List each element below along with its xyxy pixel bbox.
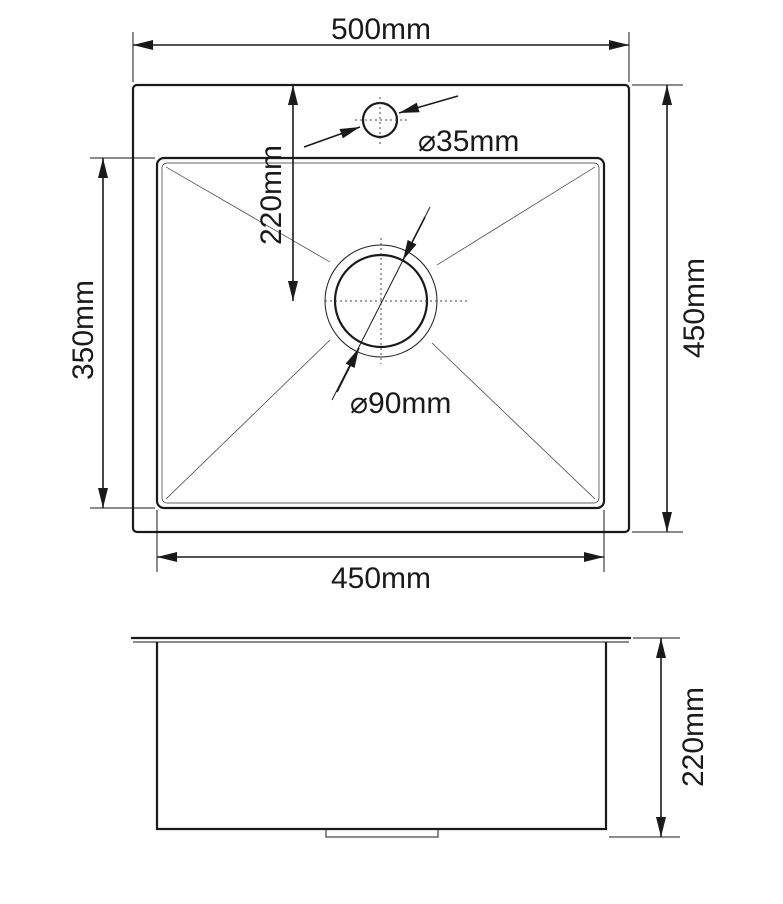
dimension-sink-height: 220mm	[609, 637, 710, 838]
top-view: 500mm 450mm 350mm 450mm 220mm	[67, 13, 711, 595]
tap-hole	[355, 97, 407, 145]
overall-depth-label: 450mm	[678, 258, 711, 358]
side-bowl-outline	[155, 642, 608, 831]
dimension-tap-diameter: ⌀35mm	[303, 95, 519, 158]
side-drain-outlet	[325, 829, 439, 838]
dimension-bowl-width: 450mm	[156, 510, 605, 595]
dimension-bowl-depth: 350mm	[67, 157, 155, 509]
bowl-slope-lines	[165, 166, 596, 500]
dimension-overall-depth: 450mm	[632, 84, 711, 533]
side-view: 220mm	[131, 636, 710, 838]
overall-width-label: 500mm	[331, 13, 431, 46]
bowl-width-label: 450mm	[331, 562, 431, 595]
bowl-depth-label: 350mm	[67, 280, 100, 380]
sink-outer-outline	[131, 83, 631, 534]
dimension-drain-diameter: ⌀90mm	[331, 206, 451, 420]
dimension-tap-offset: 220mm	[255, 85, 298, 301]
sink-height-label: 220mm	[677, 687, 710, 787]
sink-bowl-outline	[155, 156, 606, 510]
dimension-overall-width: 500mm	[132, 13, 630, 82]
tap-diameter-label: ⌀35mm	[418, 125, 519, 158]
drain-hole	[324, 238, 468, 364]
tap-offset-label: 220mm	[255, 145, 288, 245]
drain-diameter-label: ⌀90mm	[350, 387, 451, 420]
sink-bowl-inner-edge	[161, 162, 600, 504]
